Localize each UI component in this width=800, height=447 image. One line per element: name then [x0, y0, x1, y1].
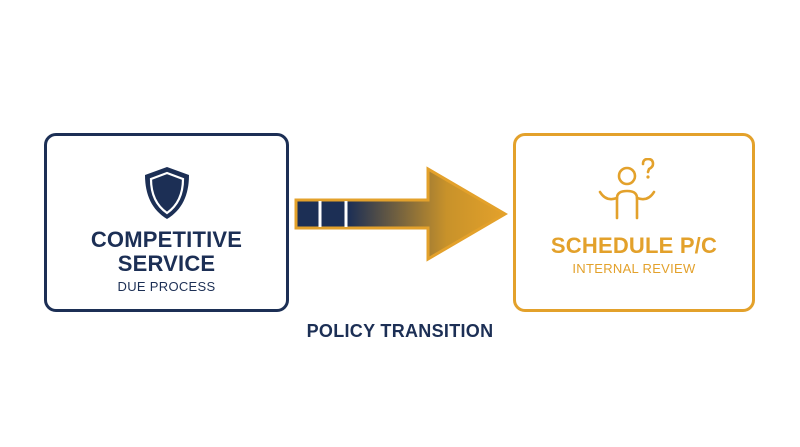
- gradient-arrow-icon: [294, 166, 508, 262]
- competitive-service-box: COMPETITIVE SERVICE DUE PROCESS: [44, 133, 289, 312]
- internal-review-subtitle: INTERNAL REVIEW: [572, 261, 696, 276]
- right-icon-wrapper: [516, 158, 752, 224]
- shield-icon: [144, 167, 189, 219]
- left-icon-wrapper: [47, 164, 286, 222]
- schedule-pc-box: SCHEDULE P/C INTERNAL REVIEW: [513, 133, 755, 312]
- policy-transition-caption: POLICY TRANSITION: [306, 321, 494, 341]
- title-line-1: COMPETITIVE: [90, 227, 243, 252]
- schedule-pc-title: SCHEDULE P/C: [550, 233, 718, 258]
- competitive-service-title: COMPETITIVE SERVICE: [47, 228, 286, 276]
- confused-person-icon: [598, 158, 656, 220]
- title-line-2: SERVICE: [117, 251, 216, 276]
- due-process-subtitle: DUE PROCESS: [117, 279, 216, 294]
